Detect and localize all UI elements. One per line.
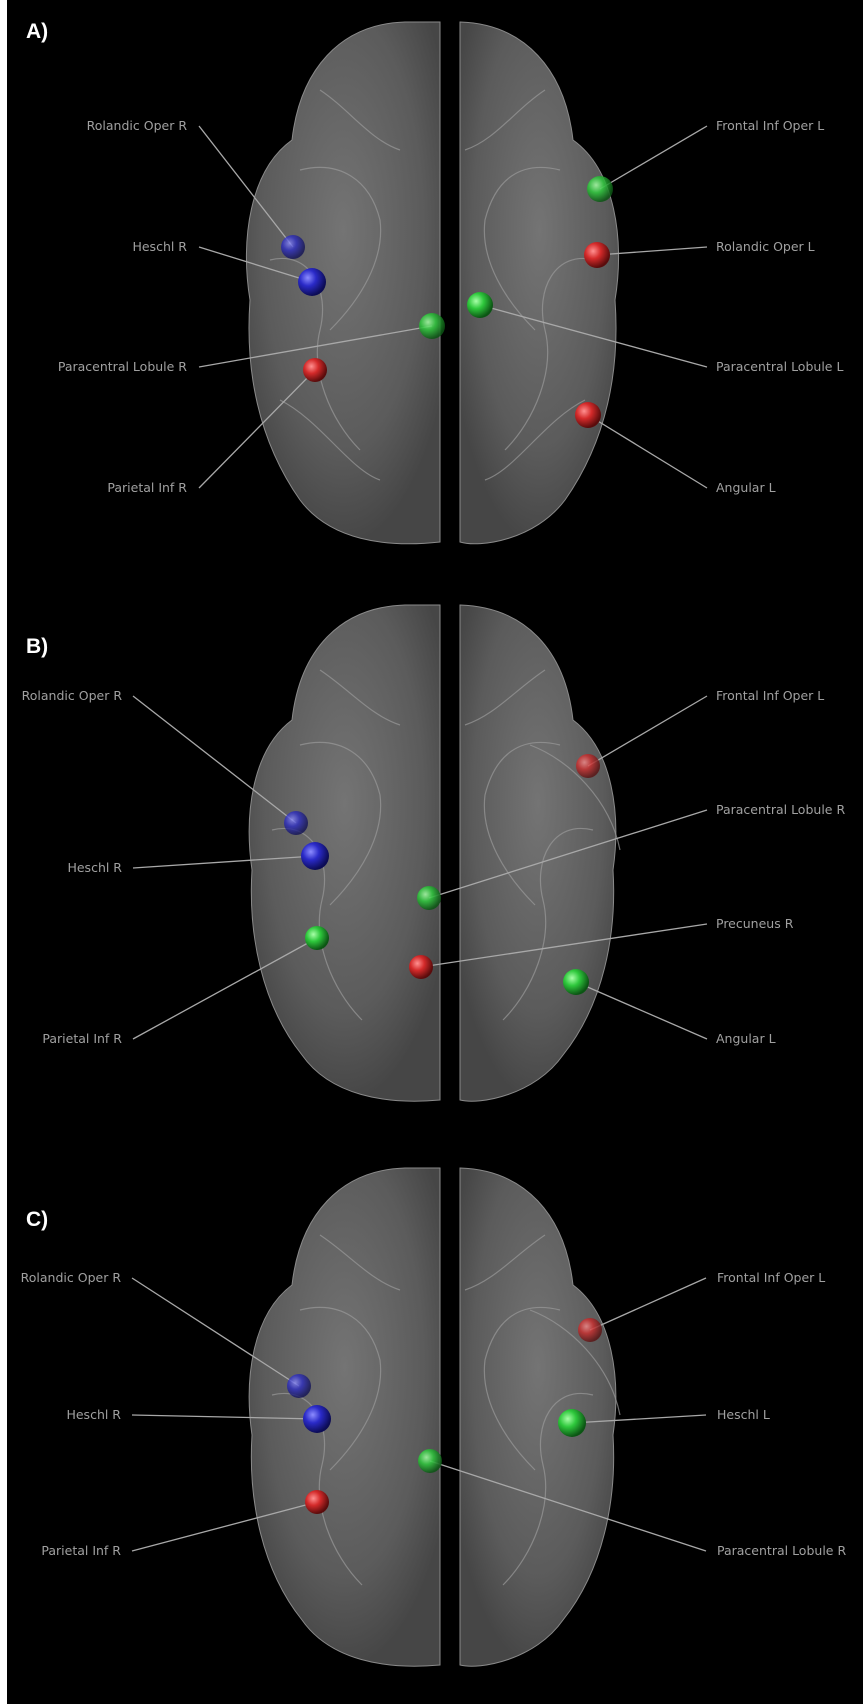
node-angular-l: [563, 969, 589, 995]
panel-letter: B): [26, 635, 48, 658]
node-rolandic-oper-r: [284, 811, 308, 835]
node-angular-l: [575, 402, 601, 428]
node-parietal-inf-r: [305, 1490, 329, 1514]
node-paracentral-lobule-r: [418, 1449, 442, 1473]
label-angular-l: Angular L: [716, 480, 776, 495]
node-rolandic-oper-l: [584, 242, 610, 268]
node-parietal-inf-r: [303, 358, 327, 382]
label-rolandic-oper-r: Rolandic Oper R: [87, 118, 188, 133]
node-paracentral-lobule-r: [419, 313, 445, 339]
label-heschl-l: Heschl L: [717, 1407, 770, 1422]
panel-letter: C): [26, 1208, 48, 1231]
label-parietal-inf-r: Parietal Inf R: [107, 480, 187, 495]
panel-letter: A): [26, 20, 48, 43]
node-rolandic-oper-r: [287, 1374, 311, 1398]
node-rolandic-oper-r: [281, 235, 305, 259]
node-frontal-inf-oper-l: [587, 176, 613, 202]
node-heschl-r: [298, 268, 326, 296]
label-paracentral-lobule-l: Paracentral Lobule L: [716, 359, 843, 374]
label-paracentral-lobule-r: Paracentral Lobule R: [716, 802, 845, 817]
label-heschl-r: Heschl R: [132, 239, 187, 254]
node-precuneus-r: [409, 955, 433, 979]
label-rolandic-oper-l: Rolandic Oper L: [716, 239, 815, 254]
label-angular-l: Angular L: [716, 1031, 776, 1046]
node-heschl-r: [303, 1405, 331, 1433]
label-parietal-inf-r: Parietal Inf R: [41, 1543, 121, 1558]
label-frontal-inf-oper-l: Frontal Inf Oper L: [716, 688, 824, 703]
label-frontal-inf-oper-l: Frontal Inf Oper L: [716, 118, 824, 133]
label-rolandic-oper-r: Rolandic Oper R: [22, 688, 123, 703]
label-paracentral-lobule-r: Paracentral Lobule R: [717, 1543, 846, 1558]
node-frontal-inf-oper-l: [576, 754, 600, 778]
node-paracentral-lobule-l: [467, 292, 493, 318]
label-rolandic-oper-r: Rolandic Oper R: [21, 1270, 122, 1285]
label-precuneus-r: Precuneus R: [716, 916, 794, 931]
label-frontal-inf-oper-l: Frontal Inf Oper L: [717, 1270, 825, 1285]
label-parietal-inf-r: Parietal Inf R: [42, 1031, 122, 1046]
node-heschl-l: [558, 1409, 586, 1437]
node-frontal-inf-oper-l: [578, 1318, 602, 1342]
node-heschl-r: [301, 842, 329, 870]
label-paracentral-lobule-r: Paracentral Lobule R: [58, 359, 187, 374]
label-heschl-r: Heschl R: [67, 860, 122, 875]
node-paracentral-lobule-r: [417, 886, 441, 910]
node-parietal-inf-r: [305, 926, 329, 950]
label-heschl-r: Heschl R: [66, 1407, 121, 1422]
